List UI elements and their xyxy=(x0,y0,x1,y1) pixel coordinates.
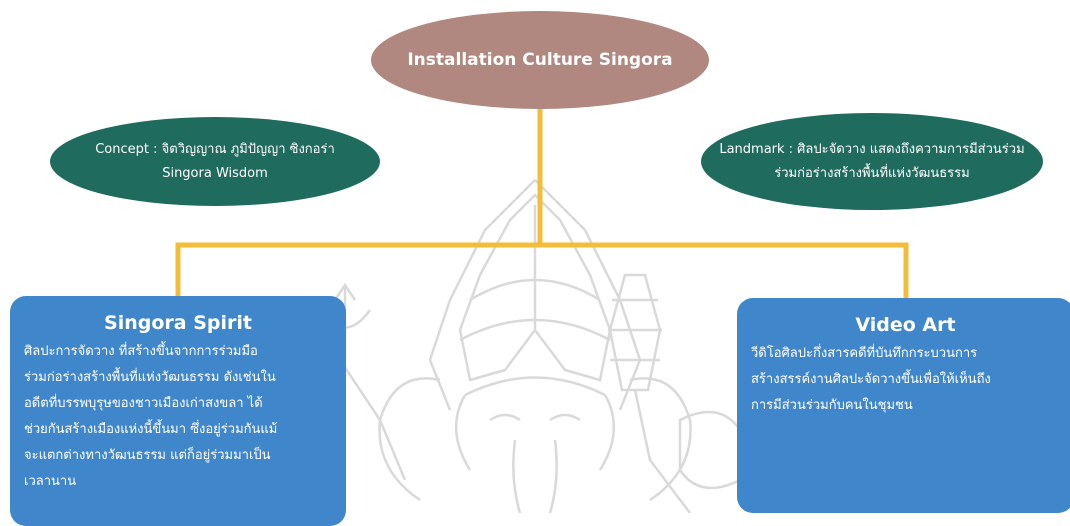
video-art-title: Video Art xyxy=(855,314,956,336)
video-art-line: การมีส่วนร่วมกับคนในชุมชน xyxy=(751,398,913,413)
concept-line-2: Singora Wisdom xyxy=(162,165,268,181)
singora-spirit-line: จะแตกต่างทางวัฒนธรรม แต่ก็อยู่ร่วมมาเป็น xyxy=(24,448,271,463)
singora-spirit-line: ศิลปะการจัดวาง ที่สร้างขึ้นจากการร่วมมือ xyxy=(24,344,258,359)
connector-lines xyxy=(175,103,909,303)
root-label: Installation Culture Singora xyxy=(407,50,673,70)
singora-spirit-line: ช่วยกันสร้างเมืองแห่งนี้ขึ้นมา ซึ่งอยู่ร… xyxy=(24,422,278,437)
concept-node: Concept : จิตวิญญาณ ภูมิปัญญา ซิงกอร่า S… xyxy=(50,117,380,206)
ganesha-seal-icon xyxy=(318,179,742,513)
video-art-line: วีดิโอศิลปะกึ่งสารคดีที่บันทึกกระบวนการ xyxy=(751,346,978,361)
root-node: Installation Culture Singora xyxy=(371,11,709,109)
landmark-line-2: ร่วมก่อร่างสร้างพื้นที่แห่งวัฒนธรรม xyxy=(774,165,970,181)
singora-spirit-line: อดีตที่บรรพบุรุษของชาวเมืองเก่าสงขลา ได้ xyxy=(24,396,263,411)
singora-spirit-card: Singora Spirit ศิลปะการจัดวาง ที่สร้างขึ… xyxy=(10,296,346,526)
singora-spirit-title: Singora Spirit xyxy=(104,312,252,334)
diagram-canvas: Installation Culture Singora Concept : จ… xyxy=(10,11,1070,526)
video-art-line: สร้างสรรค์งานศิลปะจัดวางขึ้นเพื่อให้เห็น… xyxy=(751,372,991,387)
singora-spirit-line: เวลานาน xyxy=(24,474,77,489)
landmark-node: Landmark : ศิลปะจัดวาง แสดงถึงความการมีส… xyxy=(701,113,1043,210)
concept-line-1: Concept : จิตวิญญาณ ภูมิปัญญา ซิงกอร่า xyxy=(95,141,335,157)
singora-spirit-line: ร่วมก่อร่างสร้างพื้นที่แห่งวัฒนธรรม ดังเ… xyxy=(24,370,276,385)
video-art-card: Video Art วีดิโอศิลปะกึ่งสารคดีที่บันทึก… xyxy=(737,298,1070,513)
landmark-line-1: Landmark : ศิลปะจัดวาง แสดงถึงความการมีส… xyxy=(719,141,1025,157)
